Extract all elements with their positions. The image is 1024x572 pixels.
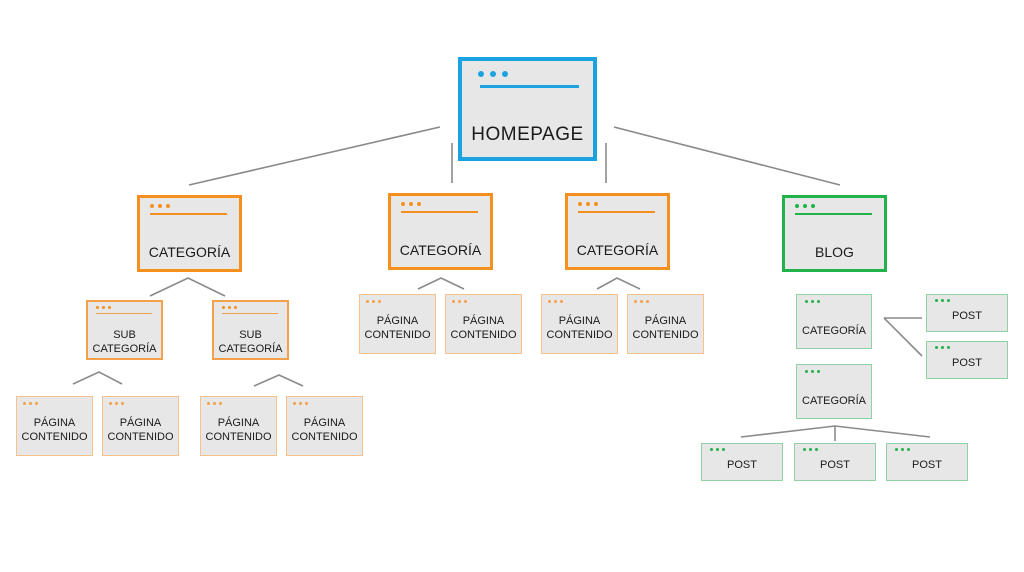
blog-categoria-node-1: CATEGORÍA bbox=[796, 294, 872, 349]
window-dots-icon bbox=[805, 300, 820, 303]
post-node: POST bbox=[886, 443, 968, 481]
categoria-label: CATEGORÍA bbox=[576, 242, 659, 258]
window-dots-icon bbox=[478, 71, 508, 77]
post-label: POST bbox=[727, 459, 757, 471]
window-dots-icon bbox=[935, 299, 950, 302]
window-dots-icon bbox=[710, 448, 725, 451]
header-bar bbox=[578, 211, 655, 213]
window-dots-icon bbox=[578, 202, 598, 206]
post-label: POST bbox=[820, 459, 850, 471]
header-bar bbox=[480, 85, 579, 88]
post-node: POST bbox=[794, 443, 876, 481]
blog-label: BLOG bbox=[815, 244, 854, 260]
post-node: POST bbox=[701, 443, 783, 481]
categoria-node-1: CATEGORÍA bbox=[137, 195, 242, 272]
post-node: POST bbox=[926, 341, 1008, 379]
window-dots-icon bbox=[207, 402, 222, 405]
post-node: POST bbox=[926, 294, 1008, 332]
header-bar bbox=[150, 213, 227, 215]
window-dots-icon bbox=[895, 448, 910, 451]
blog-categoria-label: CATEGORÍA bbox=[802, 325, 866, 337]
header-bar bbox=[96, 313, 152, 314]
window-dots-icon bbox=[452, 300, 467, 303]
categoria-label: CATEGORÍA bbox=[148, 244, 231, 260]
post-label: POST bbox=[952, 310, 982, 322]
header-bar bbox=[222, 313, 278, 314]
post-label: POST bbox=[912, 459, 942, 471]
blog-categoria-node-2: CATEGORÍA bbox=[796, 364, 872, 419]
homepage-node: HOMEPAGE bbox=[458, 57, 597, 161]
blog-node: BLOG bbox=[782, 195, 887, 272]
window-dots-icon bbox=[401, 202, 421, 206]
window-dots-icon bbox=[23, 402, 38, 405]
header-bar bbox=[795, 213, 872, 215]
post-label: POST bbox=[952, 357, 982, 369]
categoria-node-2: CATEGORÍA bbox=[388, 193, 493, 270]
window-dots-icon bbox=[222, 306, 237, 309]
window-dots-icon bbox=[96, 306, 111, 309]
header-bar bbox=[401, 211, 478, 213]
window-dots-icon bbox=[795, 204, 815, 208]
window-dots-icon bbox=[109, 402, 124, 405]
window-dots-icon bbox=[634, 300, 649, 303]
categoria-node-3: CATEGORÍA bbox=[565, 193, 670, 270]
window-dots-icon bbox=[150, 204, 170, 208]
window-dots-icon bbox=[366, 300, 381, 303]
homepage-label: HOMEPAGE bbox=[471, 124, 584, 145]
window-dots-icon bbox=[935, 346, 950, 349]
categoria-label: CATEGORÍA bbox=[399, 242, 482, 258]
window-dots-icon bbox=[293, 402, 308, 405]
window-dots-icon bbox=[805, 370, 820, 373]
window-dots-icon bbox=[803, 448, 818, 451]
blog-categoria-label: CATEGORÍA bbox=[802, 395, 866, 407]
window-dots-icon bbox=[548, 300, 563, 303]
